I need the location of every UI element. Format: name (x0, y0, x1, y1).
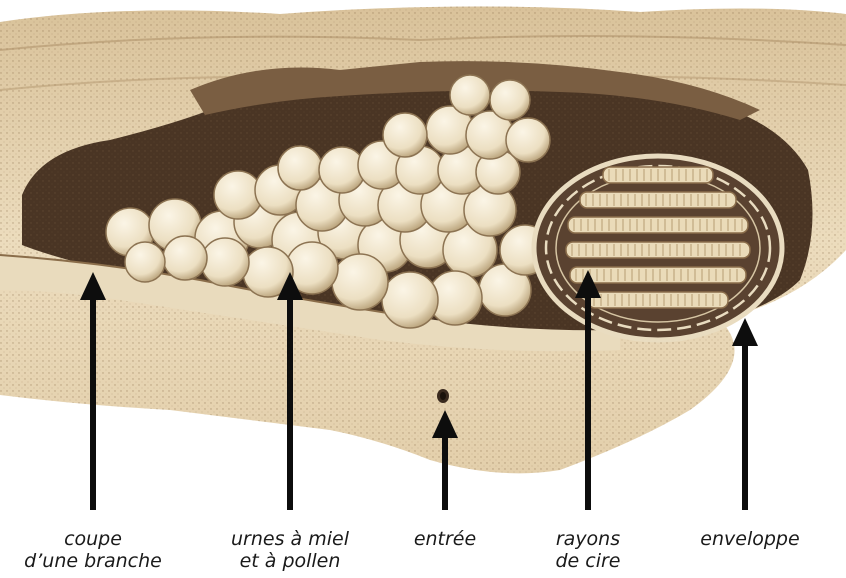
label-enveloppe: enveloppe (690, 528, 810, 550)
urn (201, 238, 249, 286)
urn (125, 242, 165, 282)
comb-layer (570, 267, 746, 283)
urn (383, 113, 427, 157)
urn (332, 254, 388, 310)
urn (490, 80, 530, 120)
label-entree: entrée (395, 528, 495, 550)
comb-layer (588, 292, 728, 308)
urn (163, 236, 207, 280)
comb-layer (580, 192, 736, 208)
comb-nest (534, 156, 782, 340)
urn (382, 272, 438, 328)
comb-layer (566, 242, 750, 258)
urn (278, 146, 322, 190)
urn (506, 118, 550, 162)
urn (450, 75, 490, 115)
